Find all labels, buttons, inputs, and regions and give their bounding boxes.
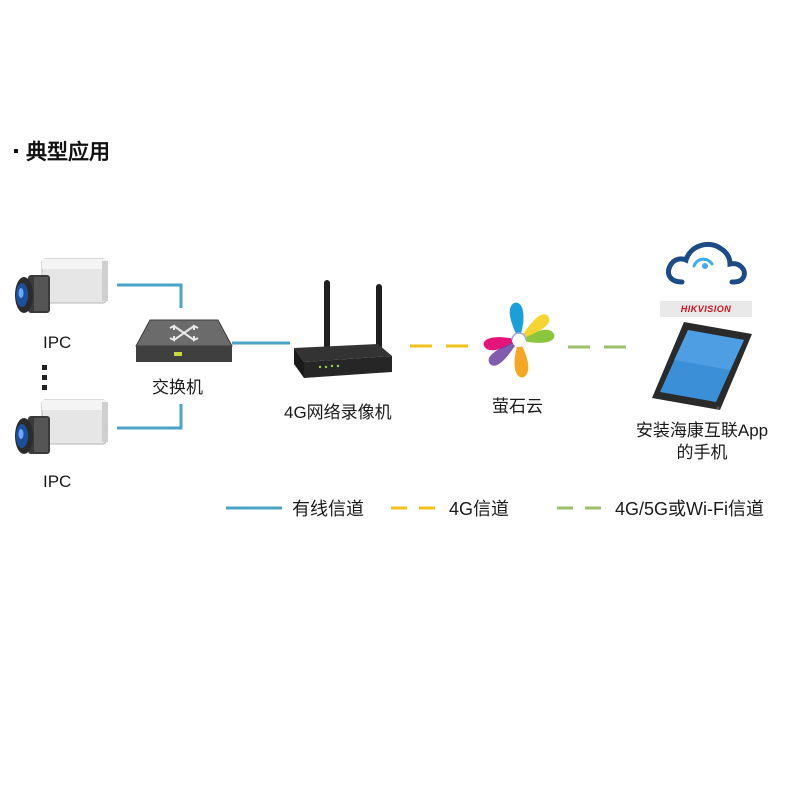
legend-wifi-line-icon	[557, 506, 605, 510]
wire-ipc-bottom-switch	[117, 404, 183, 430]
phone-label-line1: 安装海康互联App	[635, 421, 769, 440]
legend-wired: 有线信道	[226, 495, 364, 521]
legend-4g-line-icon	[391, 506, 439, 510]
legend-wifi: 4G/5G或Wi-Fi信道	[557, 495, 764, 521]
ipc-top-label: IPC	[43, 333, 72, 352]
more-cameras-ellipsis	[42, 365, 48, 390]
hik-connect-cloud-icon	[666, 242, 747, 285]
nvr-label: 4G网络录像机	[284, 403, 392, 422]
legend-wired-line-icon	[226, 506, 282, 510]
cloud-label: 萤石云	[492, 397, 543, 416]
hikvision-app-logo: HIKVISION	[660, 236, 752, 317]
switch-label: 交换机	[152, 378, 203, 397]
section-title-text: 典型应用	[26, 141, 110, 164]
legend-wifi-label: 4G/5G或Wi-Fi信道	[615, 499, 765, 519]
section-title: 典型应用	[14, 136, 110, 166]
ipc-camera-bottom-icon	[15, 399, 108, 454]
phone-label-line2: 的手机	[676, 443, 728, 462]
switch-icon	[135, 319, 233, 362]
bullet-icon	[14, 149, 18, 153]
ipc-camera-top-icon	[15, 258, 108, 313]
hikvision-brand-text: HIKVISION	[680, 304, 732, 314]
wire-ipc-top-switch	[117, 283, 183, 308]
ezviz-cloud-logo-icon	[483, 302, 555, 378]
nvr-router-icon	[294, 280, 392, 378]
legend-wired-label: 有线信道	[292, 499, 364, 519]
ipc-bottom-label: IPC	[43, 472, 72, 491]
smartphone-icon	[652, 322, 752, 410]
legend-4g: 4G信道	[391, 495, 509, 521]
phone-label: 安装海康互联App 的手机	[622, 420, 782, 464]
legend-4g-label: 4G信道	[449, 499, 510, 519]
